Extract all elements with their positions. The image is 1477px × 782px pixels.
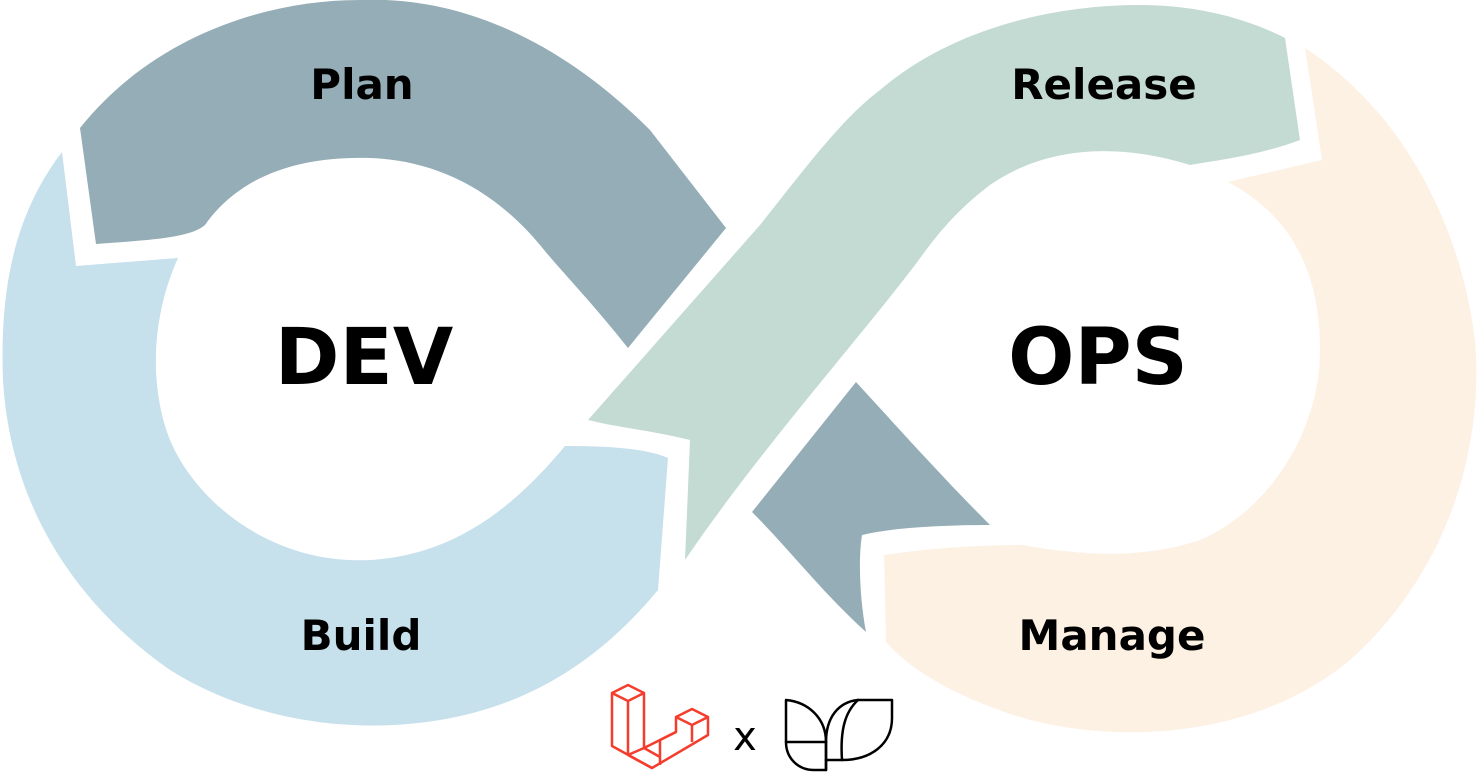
manage-arc bbox=[884, 48, 1477, 733]
laravel-logo-icon bbox=[610, 683, 710, 770]
release-band bbox=[588, 5, 1300, 560]
plan-arrow bbox=[80, 0, 726, 348]
stage-label-plan: Plan bbox=[310, 60, 413, 109]
stage-label-release: Release bbox=[1011, 60, 1197, 109]
center-label-ops: OPS bbox=[1008, 313, 1188, 403]
manage-arrow bbox=[752, 382, 990, 632]
center-label-dev: DEV bbox=[275, 313, 453, 403]
stage-label-manage: Manage bbox=[1019, 611, 1206, 660]
footer-connector: x bbox=[733, 714, 757, 760]
leaf-logo-icon bbox=[784, 698, 894, 772]
stage-label-build: Build bbox=[301, 611, 422, 660]
build-arc bbox=[2, 152, 668, 726]
